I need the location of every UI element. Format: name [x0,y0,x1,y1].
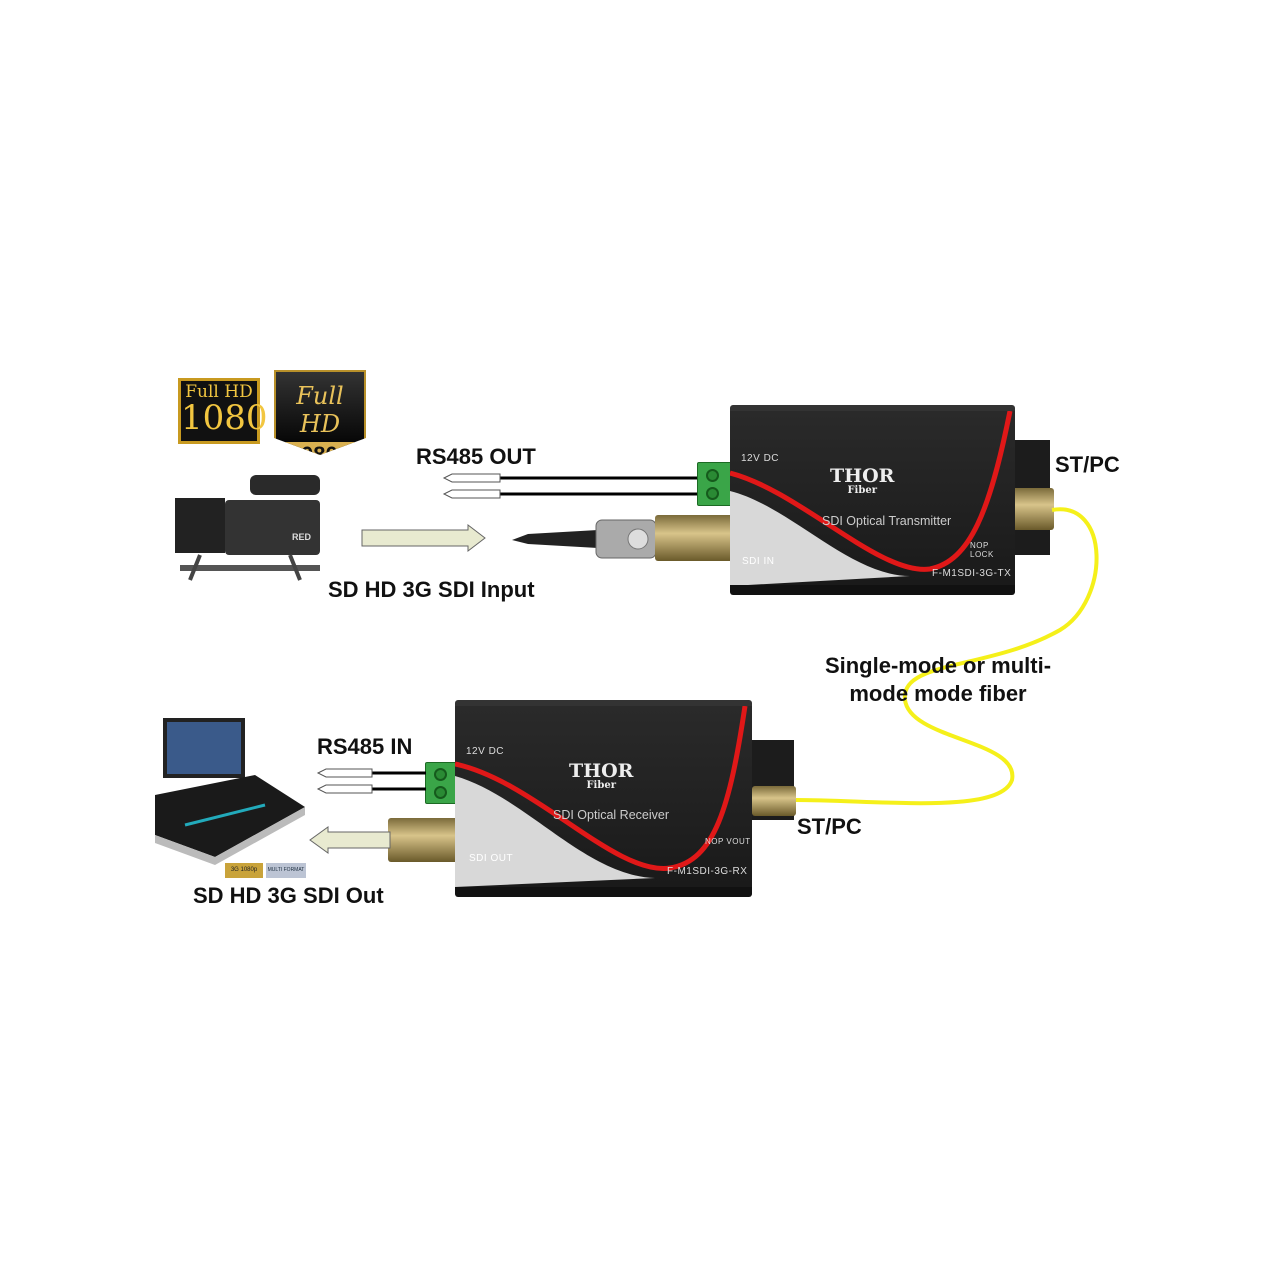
tx-power-label: 12V DC [741,453,780,464]
fiber-label-line1: Single-mode or multi- [824,653,1052,678]
rx-sdi-bnc-connector [388,818,460,862]
camera-brand: RED [292,532,312,542]
st-pc-tx-label: ST/PC [1055,452,1120,477]
rx-st-connector [752,786,796,816]
rs485-out-wires [442,473,702,499]
rs485-out-label: RS485 OUT [416,444,536,469]
badge-text: 1080 [181,398,268,438]
bnc-cable-image [512,519,657,559]
rx-swoosh [455,706,748,887]
rx-power-label: 12V DC [466,746,505,757]
badge-text: Full HD [185,382,253,402]
rx-device-name: SDI Optical Receiver [553,808,670,822]
rx-indicator-labels: NOP VOUT [705,837,751,846]
sdi-out-label: SD HD 3G SDI Out [193,883,384,908]
output-arrow-icon [309,826,391,854]
tx-sdi-bnc-connector [655,515,735,561]
tx-indicator-labels: NOP LOCK [970,541,994,559]
fiber-label-line2: mode mode fiber [849,681,1027,706]
full-hd-1080-badge: Full HD 1080 [178,378,268,444]
input-arrow-icon [361,524,486,552]
rs485-in-label: RS485 IN [317,734,413,759]
tx-st-connector [1012,488,1054,530]
tx-port-label: SDI IN [742,556,775,567]
sdi-input-label: SD HD 3G SDI Input [328,577,535,602]
multi-format-badge: MULTI FORMAT [266,863,306,878]
badge-text: Full HD [296,382,344,438]
tx-swoosh [730,411,1013,585]
3g-1080p-badge: 3G 1080p [225,863,263,878]
full-hd-1080p-badge: Full HD 1080p [274,370,366,455]
rx-port-label: SDI OUT [469,853,514,864]
tx-model-number: F-M1SDI-3G-TX [932,568,1012,579]
st-pc-rx-label: ST/PC [797,814,862,839]
video-switcher-image [155,715,310,865]
rx-model-number: F-M1SDI-3G-RX [667,866,748,877]
rs485-in-wires [316,768,426,794]
tx-device-name: SDI Optical Transmitter [822,514,952,528]
fiber-type-label: Single-mode or multi- mode mode fiber [800,652,1076,708]
cinema-camera-image: RED [170,470,330,585]
